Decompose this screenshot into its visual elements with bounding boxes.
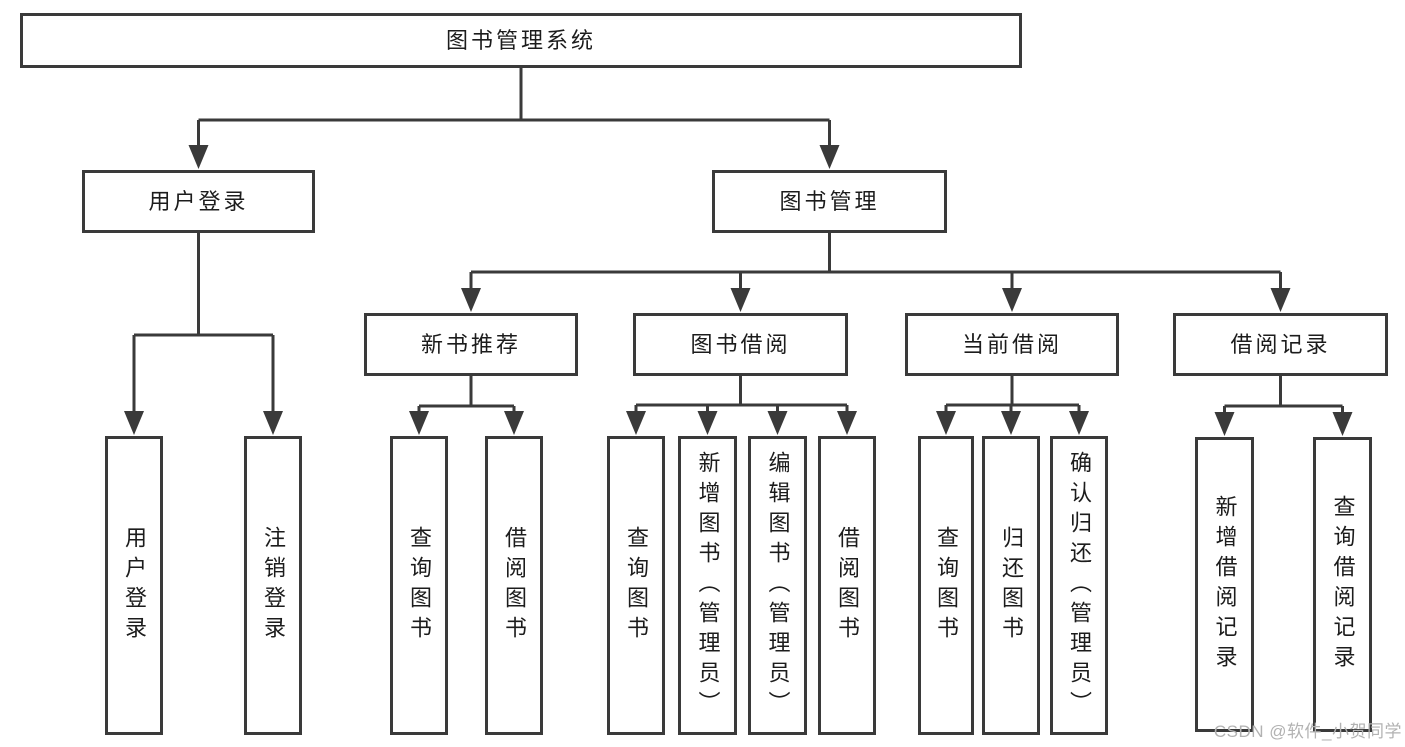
connector-book-borrow — [634, 376, 849, 416]
node-label-book-borrow: 图书借阅 — [690, 331, 791, 357]
arrowhead-return-books — [1001, 411, 1021, 435]
node-library-system: 图书管理系统 — [20, 13, 1022, 68]
arrowhead-add-borrow-record — [1214, 412, 1235, 436]
connector-borrow-records — [1223, 376, 1344, 417]
node-add-books-admin: 新增图书（管理员） — [678, 436, 737, 735]
node-return-books: 归还图书 — [982, 436, 1040, 735]
node-label-user-login-action: 用户登录 — [122, 525, 147, 646]
node-label-query-borrow-record: 查询借阅记录 — [1330, 494, 1356, 675]
connector-new-book-recommend — [417, 376, 516, 416]
node-label-book-management: 图书管理 — [779, 188, 880, 214]
connector-library-system — [197, 68, 831, 150]
node-label-new-book-recommend: 新书推荐 — [420, 331, 521, 357]
node-confirm-return-admin: 确认归还（管理员） — [1050, 436, 1108, 735]
node-label-confirm-return-admin: 确认归还（管理员） — [1067, 450, 1092, 721]
arrowhead-confirm-return-admin — [1069, 411, 1089, 435]
connector-user-login — [132, 233, 275, 416]
arrowhead-edit-books-admin — [767, 411, 788, 435]
node-current-borrow: 当前借阅 — [905, 313, 1119, 376]
node-add-borrow-record: 新增借阅记录 — [1195, 437, 1254, 732]
node-book-borrow: 图书借阅 — [633, 313, 848, 376]
node-edit-books-admin: 编辑图书（管理员） — [748, 436, 807, 735]
node-new-rec-borrow-books: 借阅图书 — [485, 436, 543, 735]
arrowhead-user-login — [188, 145, 209, 169]
node-label-new-rec-query-books: 查询图书 — [407, 525, 432, 646]
node-label-current-borrow: 当前借阅 — [961, 331, 1062, 357]
node-label-return-books: 归还图书 — [999, 525, 1024, 646]
arrowhead-new-rec-borrow-books — [504, 411, 524, 435]
arrowhead-query-borrow-record — [1332, 412, 1353, 436]
node-borrow-borrow-books: 借阅图书 — [818, 436, 876, 735]
watermark: CSDN @软件_小贺同学 — [1213, 722, 1402, 741]
node-label-new-rec-borrow-books: 借阅图书 — [502, 525, 527, 646]
arrowhead-book-borrow — [730, 288, 751, 312]
node-query-borrow-record: 查询借阅记录 — [1313, 437, 1372, 732]
arrowhead-borrow-records — [1270, 288, 1291, 312]
node-label-edit-books-admin: 编辑图书（管理员） — [765, 450, 791, 721]
arrowhead-borrow-query-books — [626, 411, 646, 435]
node-logout: 注销登录 — [244, 436, 302, 735]
node-user-login-action: 用户登录 — [105, 436, 163, 735]
node-user-login: 用户登录 — [82, 170, 315, 233]
arrowhead-new-rec-query-books — [409, 411, 429, 435]
node-book-management: 图书管理 — [712, 170, 947, 233]
node-label-add-books-admin: 新增图书（管理员） — [695, 450, 721, 721]
node-label-user-login: 用户登录 — [148, 188, 249, 214]
arrowhead-current-query-books — [936, 411, 956, 435]
connector-book-management — [469, 233, 1282, 293]
arrowhead-new-book-recommend — [461, 288, 481, 312]
connector-current-borrow — [944, 376, 1081, 416]
arrowhead-user-login-action — [124, 411, 144, 435]
arrowhead-borrow-borrow-books — [837, 411, 857, 435]
node-borrow-records: 借阅记录 — [1173, 313, 1388, 376]
arrowhead-current-borrow — [1002, 288, 1022, 312]
node-label-logout: 注销登录 — [261, 525, 286, 646]
node-borrow-query-books: 查询图书 — [607, 436, 665, 735]
node-current-query-books: 查询图书 — [918, 436, 974, 735]
node-new-book-recommend: 新书推荐 — [364, 313, 578, 376]
node-label-borrow-query-books: 查询图书 — [624, 525, 649, 646]
node-new-rec-query-books: 查询图书 — [390, 436, 448, 735]
node-label-borrow-borrow-books: 借阅图书 — [835, 525, 860, 646]
node-label-current-query-books: 查询图书 — [934, 525, 959, 646]
arrowhead-add-books-admin — [697, 411, 718, 435]
arrowhead-logout — [263, 411, 283, 435]
node-label-library-system: 图书管理系统 — [445, 27, 596, 53]
node-label-borrow-records: 借阅记录 — [1230, 331, 1331, 357]
arrowhead-book-management — [819, 145, 840, 169]
node-label-add-borrow-record: 新增借阅记录 — [1212, 494, 1238, 675]
